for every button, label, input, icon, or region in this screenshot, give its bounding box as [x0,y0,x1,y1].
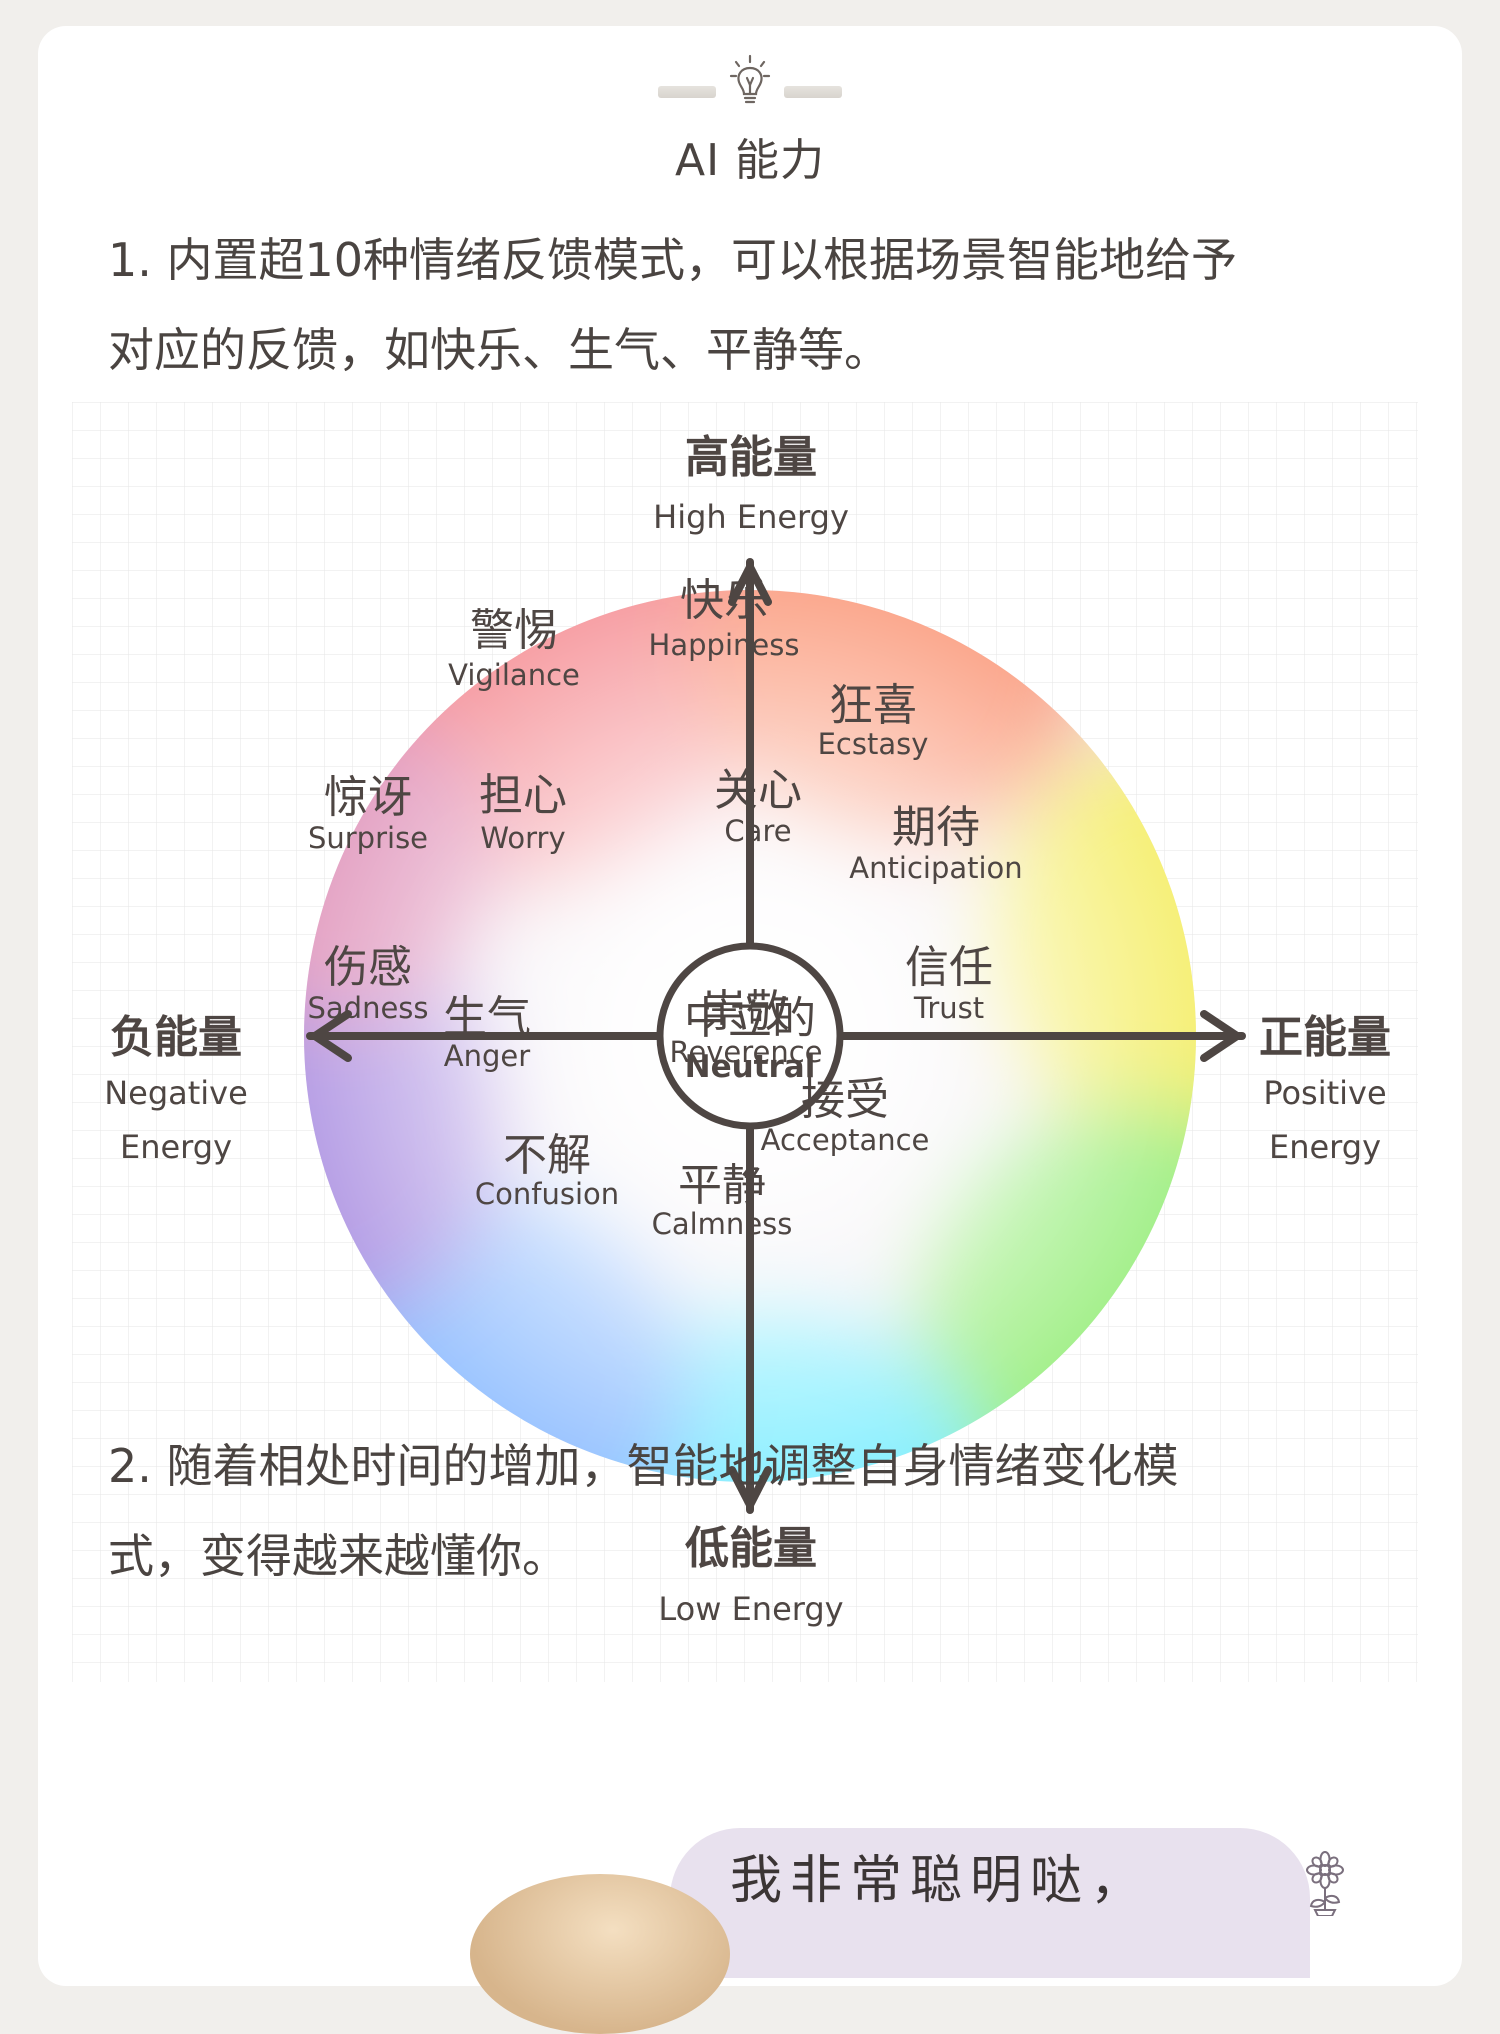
emotion-surprise-zh: 惊讶 [324,772,412,823]
emotion-vigilance-zh: 警惕 [470,605,558,656]
neutral-center: 中立的 Neutral [656,942,844,1130]
emotion-confusion-zh: 不解 [503,1130,591,1181]
emotion-sadness-en: Sadness [307,991,428,1025]
section-title: AI 能力 [674,135,826,186]
axis-right-zh: 正能量 [1259,1012,1391,1063]
axis-top-zh: 高能量 [685,432,817,483]
section-header: AI 能力 [38,26,1462,186]
axis-right-en-1: Positive [1263,1074,1386,1112]
emotion-acceptance-zh: 接受 [801,1074,889,1125]
emotion-surprise-en: Surprise [308,821,428,855]
emotion-reverence-en: Reverence [670,1035,823,1069]
lightbulb-icon [729,54,771,104]
axis-bottom-en: Low Energy [658,1590,843,1628]
emotion-worry-zh: 担心 [479,770,567,821]
paragraph-1-line-1: 1. 内置超10种情绪反馈模式，可以根据场景智能地给予 [108,233,1238,287]
emotion-care-en: Care [724,814,791,848]
paragraph-2-line-2: 式，变得越来越懂你。 [108,1529,568,1583]
content-card: AI 能力 1. 内置超10种情绪反馈模式，可以根据场景智能地给予 对应的反馈，… [38,26,1462,1986]
paragraph-2-line-1: 2. 随着相处时间的增加，智能地调整自身情绪变化模 [108,1439,1179,1493]
emotion-anticipation-zh: 期待 [892,802,980,853]
emotion-diagram: 中立的 Neutral 高能量 High Energy 低能量 Low Ener… [72,402,1418,1682]
axis-left-zh: 负能量 [110,1012,242,1063]
emotion-calmness-en: Calmness [652,1207,793,1241]
emotion-care-zh: 关心 [714,765,802,816]
mascot-speech-area: 我非常聪明哒， [420,1806,1424,2034]
speech-text: 我非常聪明哒， [730,1851,1151,1911]
axis-right-en-2: Energy [1269,1128,1381,1166]
emotion-trust-zh: 信任 [905,942,993,993]
emotion-acceptance-en: Acceptance [761,1123,930,1157]
arrow-up-icon [728,563,772,606]
flower-icon [1306,1851,1344,1916]
emotion-anger-zh: 生气 [443,992,531,1043]
neutral-en: Neutral [685,1049,816,1085]
emotion-happiness-en: Happiness [649,628,800,662]
emotion-worry-en: Worry [480,821,565,855]
emotion-reverence-zh: 崇敬 [702,986,790,1037]
arrow-down-icon [728,1466,772,1509]
arrow-right-icon [1200,1010,1241,1062]
emotion-anger-en: Anger [444,1039,530,1073]
arrow-left-icon [311,1010,352,1062]
paragraph-1-line-2: 对应的反馈，如快乐、生气、平静等。 [108,323,890,377]
emotion-trust-en: Trust [913,991,984,1025]
emotion-vigilance-en: Vigilance [448,658,580,692]
dog-mascot-image [470,1874,730,2034]
emotion-ecstasy-en: Ecstasy [818,727,929,761]
header-decoration-right [784,86,842,98]
axis-left-en-2: Energy [120,1128,232,1166]
emotion-calmness-zh: 平静 [678,1160,766,1211]
emotion-confusion-en: Confusion [475,1177,619,1211]
axis-top-en: High Energy [653,498,849,536]
header-decoration-left [658,86,716,98]
emotion-happiness-zh: 快乐 [680,575,768,626]
emotion-sadness-zh: 伤感 [324,942,412,993]
emotion-anticipation-en: Anticipation [849,851,1022,885]
emotion-ecstasy-zh: 狂喜 [829,680,917,731]
axis-left-en-1: Negative [104,1074,248,1112]
neutral-zh: 中立的 [684,993,816,1044]
axis-bottom-zh: 低能量 [685,1523,817,1574]
